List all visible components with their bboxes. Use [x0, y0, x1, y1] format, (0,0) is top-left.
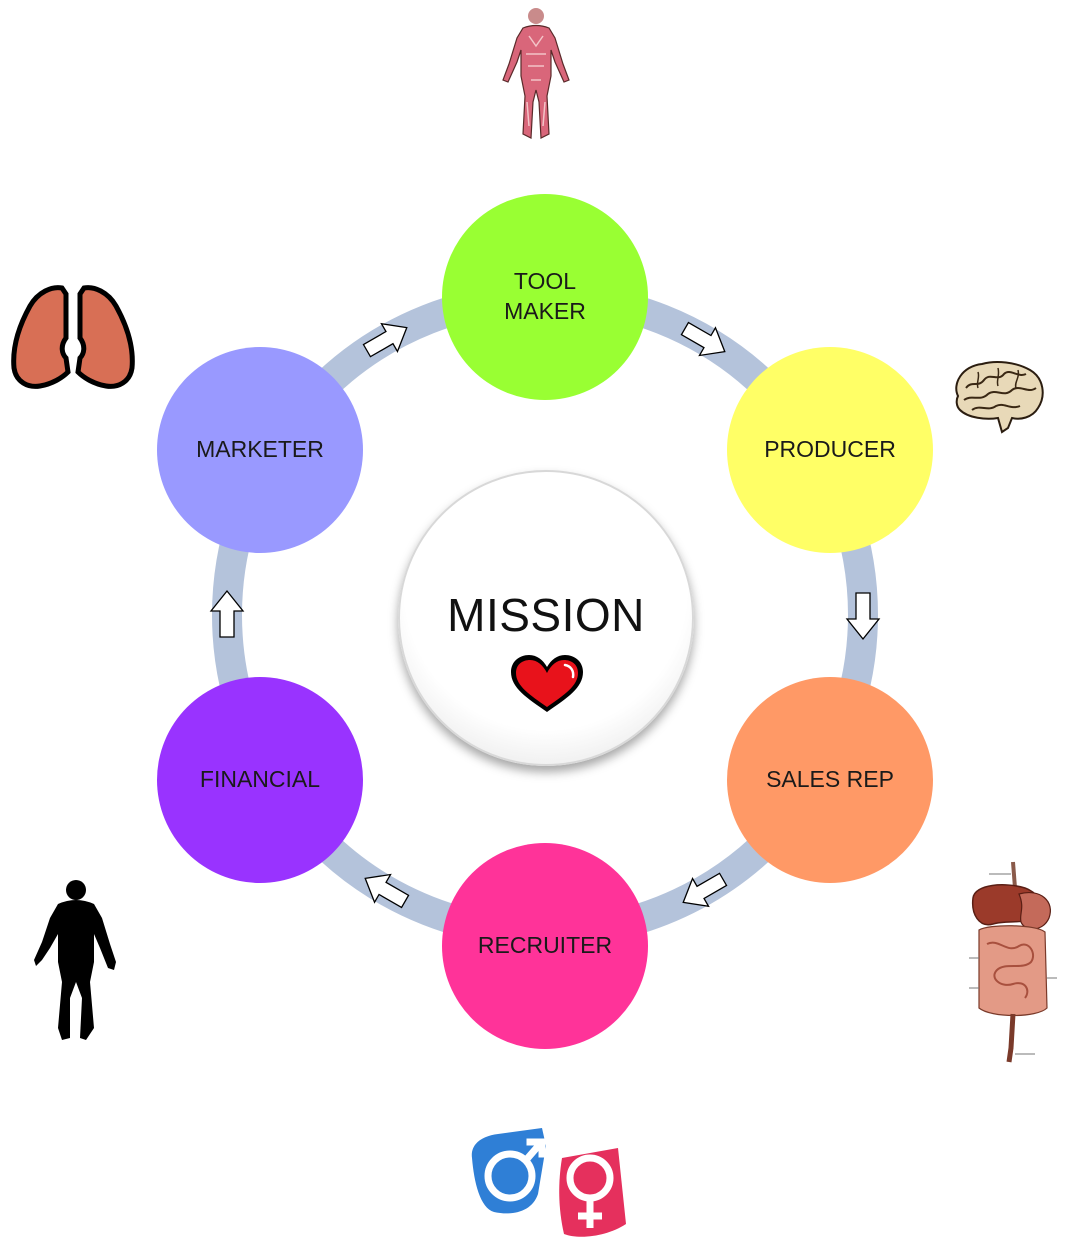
mission-center[interactable]: MISSION	[398, 470, 694, 766]
body-silhouette-icon	[34, 880, 116, 1040]
node-recruiter[interactable]: RECRUITER	[442, 843, 648, 1049]
digestive-system-icon	[969, 861, 1057, 1063]
arrow-financial-to-marketer	[209, 589, 245, 638]
gender-symbols-icon	[471, 1128, 626, 1237]
node-marketer[interactable]: MARKETER	[157, 347, 363, 553]
node-producer[interactable]: PRODUCER	[727, 347, 933, 553]
cycle-arrows	[209, 321, 881, 909]
node-tool-maker[interactable]: TOOL MAKER	[442, 194, 648, 400]
brain-icon	[955, 361, 1044, 434]
lungs-icon	[11, 285, 135, 389]
arrow-recruiter-to-financial	[364, 873, 410, 909]
arrow-marketer-to-tool_maker	[362, 322, 408, 358]
node-sales-rep[interactable]: SALES REP	[727, 677, 933, 883]
muscle-figure-icon	[502, 8, 570, 139]
node-financial[interactable]: FINANCIAL	[157, 677, 363, 883]
arrow-producer-to-sales_rep	[845, 592, 881, 641]
heart-icon	[511, 655, 583, 712]
arrow-sales_rep-to-recruiter	[682, 872, 728, 908]
arrow-tool_maker-to-producer	[680, 321, 726, 357]
mission-title: MISSION	[447, 589, 645, 641]
